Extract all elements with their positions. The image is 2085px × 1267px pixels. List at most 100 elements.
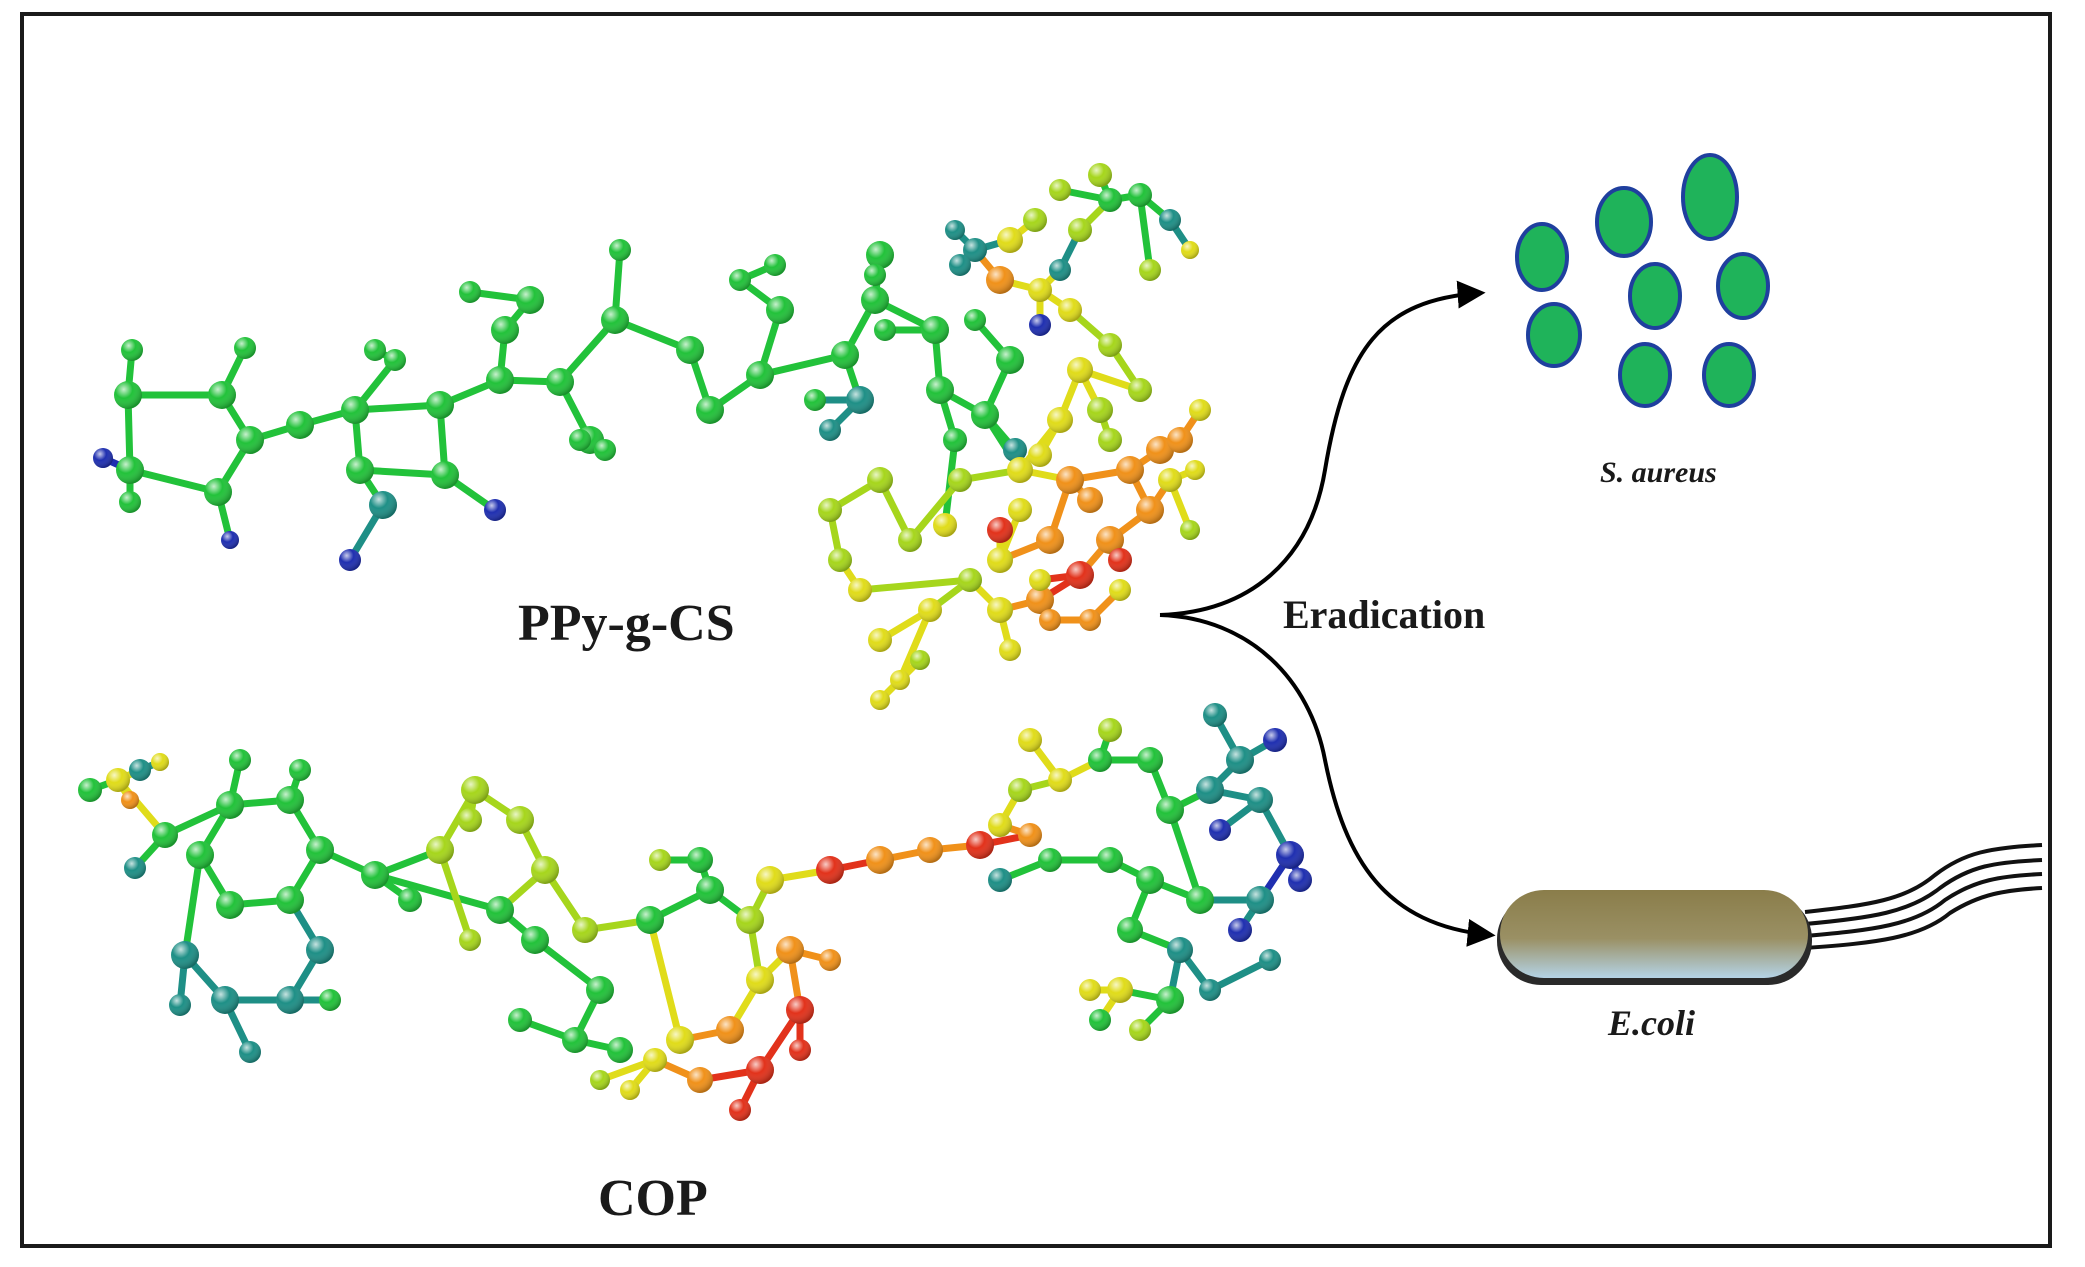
- atom-shading: [129, 759, 151, 781]
- atom-shading: [1079, 609, 1101, 631]
- cop-molecule: [78, 703, 1312, 1121]
- atom-shading: [1029, 314, 1051, 336]
- atom-shading: [789, 1039, 811, 1061]
- atom-shading: [508, 1008, 532, 1032]
- atom-shading: [78, 778, 102, 802]
- atom-shading: [1247, 787, 1273, 813]
- atom-shading: [569, 429, 591, 451]
- atom-shading: [746, 361, 774, 389]
- atom-shading: [169, 994, 191, 1016]
- atom-shading: [276, 786, 304, 814]
- atom-shading: [306, 936, 334, 964]
- atom-shading: [1067, 357, 1093, 383]
- atom-shading: [949, 254, 971, 276]
- atom-shading: [276, 986, 304, 1014]
- figure-frame: [20, 12, 2052, 1248]
- atom-shading: [1008, 498, 1032, 522]
- atom-shading: [1159, 209, 1181, 231]
- atom-shading: [1226, 746, 1254, 774]
- bond: [351, 401, 444, 414]
- atom-shading: [866, 241, 894, 269]
- atom-shading: [933, 513, 957, 537]
- atom-shading: [384, 349, 406, 371]
- atom-shading: [116, 456, 144, 484]
- atom-shading: [643, 1048, 667, 1072]
- coccus: [1628, 262, 1682, 330]
- atom-shading: [234, 337, 256, 359]
- atom-shading: [339, 549, 361, 571]
- atom-shading: [1098, 188, 1122, 212]
- atom-shading: [1087, 397, 1113, 423]
- atom-shading: [459, 929, 481, 951]
- bond: [646, 916, 684, 1044]
- atom-shading: [866, 846, 894, 874]
- atom-shading: [590, 1070, 610, 1090]
- atom-shading: [484, 499, 506, 521]
- atom-shading: [1189, 399, 1211, 421]
- atom-shading: [426, 836, 454, 864]
- atom-shading: [966, 831, 994, 859]
- atom-shading: [1263, 728, 1287, 752]
- atom-shading: [361, 861, 389, 889]
- atom-shading: [1098, 718, 1122, 742]
- atom-shading: [216, 791, 244, 819]
- atom-shading: [1036, 526, 1064, 554]
- arrow-to-s-aureus: [1159, 280, 1486, 617]
- atom-shading: [1008, 778, 1032, 802]
- atom-shading: [1203, 703, 1227, 727]
- bond: [126, 466, 222, 496]
- atom-shading: [987, 597, 1013, 623]
- bond: [371, 871, 504, 914]
- atom-shading: [1246, 886, 1274, 914]
- atom-shading: [1056, 466, 1084, 494]
- atom-shading: [766, 296, 794, 324]
- atom-shading: [846, 386, 874, 414]
- atom-shading: [1276, 841, 1304, 869]
- atom-shading: [786, 996, 814, 1024]
- atom-shading: [289, 759, 311, 781]
- atom-shading: [696, 876, 724, 904]
- atom-shading: [346, 456, 374, 484]
- atom-shading: [716, 1016, 744, 1044]
- atom-shading: [562, 1027, 588, 1053]
- rod-body: [1500, 890, 1808, 978]
- atom-shading: [186, 841, 214, 869]
- atom-shading: [819, 949, 841, 971]
- atom-shading: [306, 836, 334, 864]
- bond: [1166, 806, 1204, 904]
- coccus: [1702, 342, 1756, 408]
- atom-shading: [1089, 1009, 1111, 1031]
- atom-shading: [1209, 819, 1231, 841]
- atom-shading: [601, 306, 629, 334]
- atom-shading: [341, 396, 369, 424]
- atom-shading: [958, 568, 982, 592]
- atom-shading: [636, 906, 664, 934]
- atom-shading: [666, 1026, 694, 1054]
- atom-shading: [572, 917, 598, 943]
- atom-shading: [819, 419, 841, 441]
- atom-shading: [816, 856, 844, 884]
- atom-shading: [1079, 979, 1101, 1001]
- atom-shading: [1129, 1019, 1151, 1041]
- atom-shading: [121, 339, 143, 361]
- s-aureus-cocci: [1515, 153, 1770, 408]
- bond: [896, 606, 934, 684]
- atom-shading: [988, 868, 1012, 892]
- coccus: [1595, 186, 1653, 258]
- atom-shading: [1039, 609, 1061, 631]
- atom-shading: [1137, 747, 1163, 773]
- eradication-label: Eradication: [1283, 592, 1485, 637]
- atom-shading: [1146, 436, 1174, 464]
- atom-shading: [1058, 298, 1082, 322]
- atom-shading: [119, 491, 141, 513]
- atom-shading: [910, 650, 930, 670]
- atom-shading: [1199, 979, 1221, 1001]
- atom-shading: [151, 753, 169, 771]
- atom-shading: [239, 1041, 261, 1063]
- arrow-to-e-coli: [1159, 613, 1496, 947]
- atom-shading: [620, 1080, 640, 1100]
- atom-shading: [926, 376, 954, 404]
- atom-shading: [1228, 918, 1252, 942]
- flagella: [1804, 843, 2043, 950]
